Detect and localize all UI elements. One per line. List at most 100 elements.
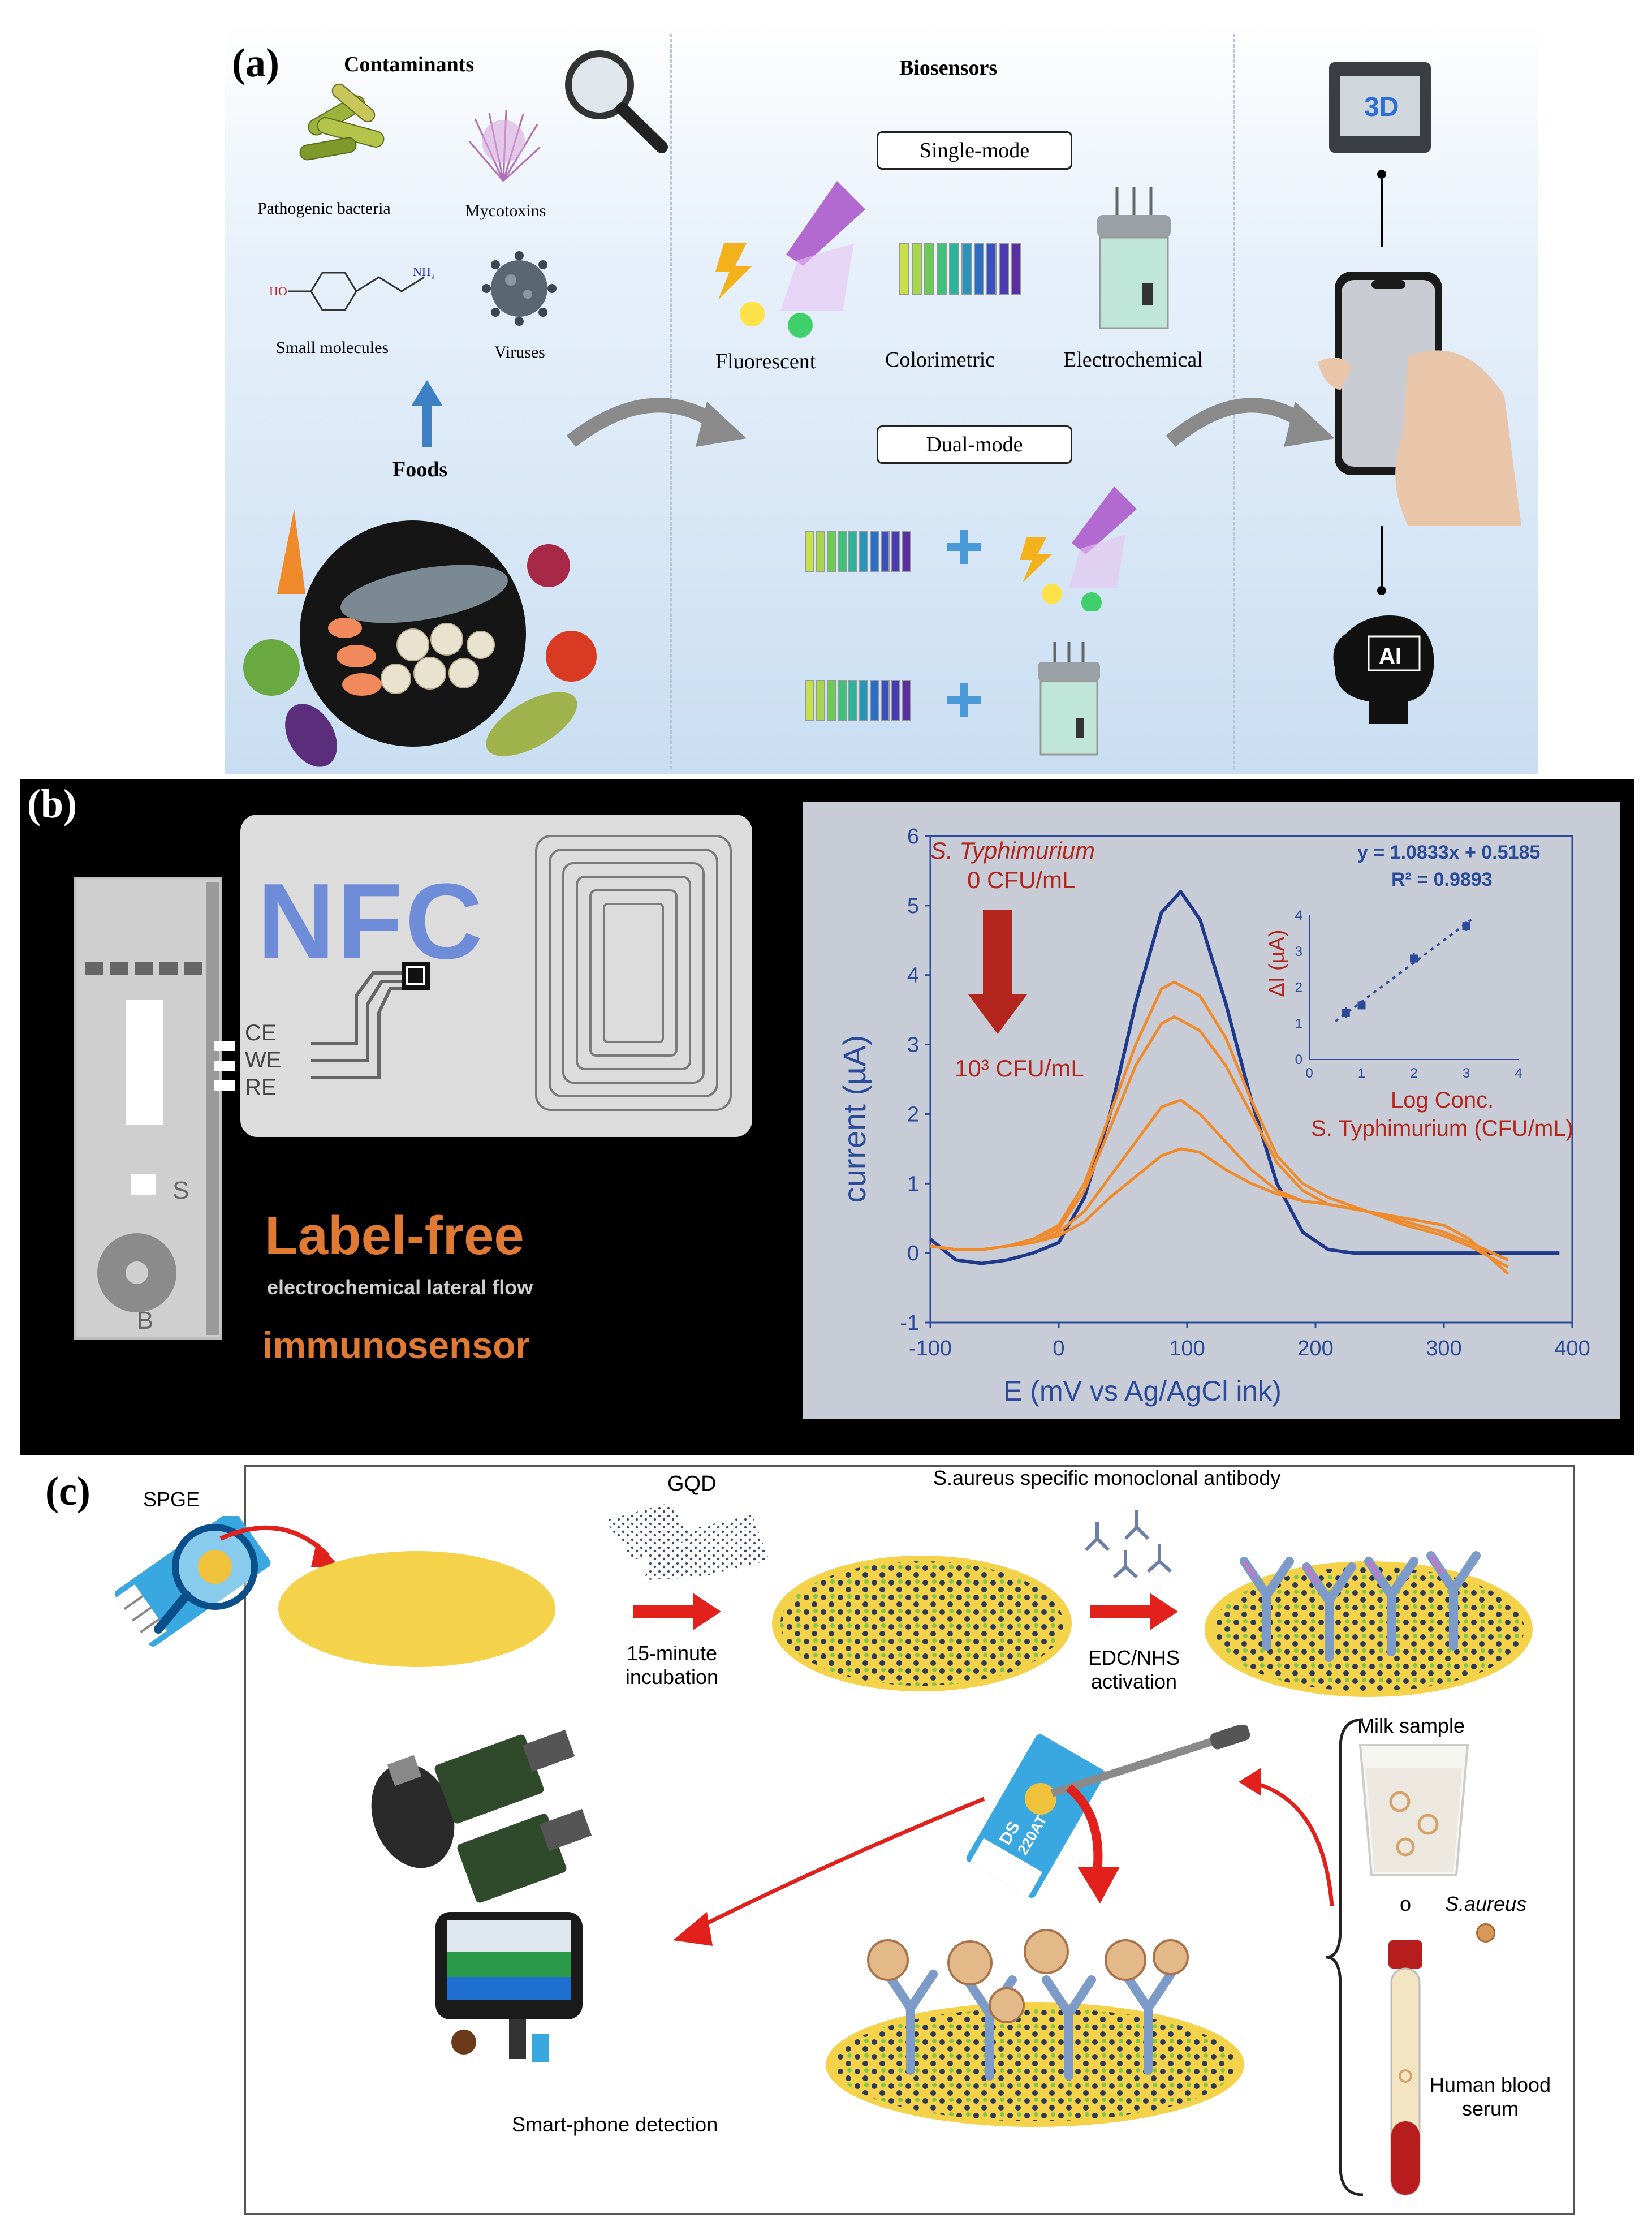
red-arrow-2-shaft xyxy=(1090,1605,1153,1618)
activation-label: EDC/NHS activation xyxy=(1077,1646,1191,1694)
svg-text:NH₂: NH₂ xyxy=(413,265,435,279)
antibody-label: S.aureus specific monoclonal antibody xyxy=(933,1466,1281,1489)
ai-head-icon: AI xyxy=(1333,615,1434,724)
annot-conc-low: 10³ CFU/mL xyxy=(955,1055,1084,1082)
small-molecules-label: Small molecules xyxy=(276,338,389,357)
chart-x-label: E (mV vs Ag/AgCl ink) xyxy=(1003,1375,1282,1407)
y-tick-label: 2 xyxy=(907,1102,919,1126)
strip-sample-pad xyxy=(131,1174,156,1195)
x-tick-label: 300 xyxy=(1426,1337,1461,1360)
connector-line-1 xyxy=(1381,179,1383,247)
dual-electrochemical-icon xyxy=(1038,642,1100,756)
inset-y-label: ΔI (µA) xyxy=(1265,929,1289,997)
smartphone-hand-icon xyxy=(1318,272,1521,526)
strip-window xyxy=(126,1000,163,1125)
inset-y-tick-label: 2 xyxy=(1295,980,1302,996)
spge-label: SPGE xyxy=(143,1488,200,1511)
cv-curve-4 xyxy=(930,1147,1509,1275)
contaminants-title: Contaminants xyxy=(344,53,475,76)
connector-dot-2 xyxy=(1377,586,1386,595)
gqd-electrode-disk xyxy=(772,1556,1072,1691)
to-smartphone-arrow xyxy=(673,1797,985,1946)
panel-a-label: (a) xyxy=(232,40,279,85)
y-tick-label: 0 xyxy=(907,1242,919,1265)
inset-x-tick-label: 1 xyxy=(1358,1066,1365,1081)
y-tick-label: 1 xyxy=(907,1172,919,1196)
red-arrow-2-head xyxy=(1150,1593,1178,1630)
label-free-title: Label-free xyxy=(265,1205,524,1266)
bare-electrode-disk xyxy=(278,1551,555,1667)
dual-mode-box: Dual-mode xyxy=(877,425,1072,464)
saureus-label: S.aureus xyxy=(1445,1892,1527,1915)
inset-x-tick-label: 3 xyxy=(1463,1066,1470,1081)
x-tick-label: 0 xyxy=(1053,1337,1064,1360)
antibody-icon xyxy=(1084,1510,1172,1578)
curved-arrow-2-icon xyxy=(1166,398,1335,447)
magnifier-icon xyxy=(565,50,668,153)
nfc-antenna-coil xyxy=(535,835,732,1111)
inset-x-label-2: S. Typhimurium (CFU/mL) xyxy=(1311,1116,1573,1141)
re-label: RE xyxy=(245,1075,277,1100)
dual-tubes-2-icon xyxy=(805,680,911,721)
y-tick-label: 6 xyxy=(907,825,919,849)
gqd-label: GQD xyxy=(667,1472,717,1496)
blood-line2: serum xyxy=(1461,2097,1519,2120)
pin-3 xyxy=(214,1080,235,1091)
red-arrow-1-shaft xyxy=(633,1605,696,1618)
annot-species: S. Typhimurium xyxy=(930,837,1095,864)
electrochemical-cell-icon xyxy=(1097,187,1171,329)
single-mode-box: Single-mode xyxy=(877,131,1072,170)
we-label: WE xyxy=(245,1048,282,1073)
svg-text:AI: AI xyxy=(1379,644,1401,669)
sample-to-pipette-arrow xyxy=(1239,1768,1334,1907)
strip-well-center xyxy=(126,1261,148,1284)
milk-glass-icon xyxy=(1358,1744,1469,1876)
saureus-cell-icon xyxy=(1476,1923,1495,1943)
blood-line1: Human blood xyxy=(1429,2073,1551,2096)
panel-c-label: (c) xyxy=(45,1468,90,1514)
sample-brace xyxy=(1326,1718,1364,2196)
inset-x-tick-label: 2 xyxy=(1410,1066,1417,1081)
mycotoxins-label: Mycotoxins xyxy=(465,201,546,220)
blood-serum-label: Human blood serum xyxy=(1422,2073,1558,2121)
gqd-sheets-icon xyxy=(605,1504,769,1580)
incubation-line1: 15-minute xyxy=(626,1642,718,1665)
incubation-label: 15-minute incubation xyxy=(621,1642,723,1689)
panel-b-label: (b) xyxy=(27,781,77,826)
red-arrow-1-head xyxy=(693,1593,721,1630)
y-tick-label: 5 xyxy=(907,894,919,918)
fluorescent-icon xyxy=(715,181,865,338)
pipette-to-disk-arrow xyxy=(1066,1784,1120,1903)
inset-point xyxy=(1462,922,1470,931)
inset-point xyxy=(1357,1001,1366,1010)
x-tick-label: 100 xyxy=(1169,1337,1205,1360)
3d-printer-icon: 3D xyxy=(1329,62,1431,153)
x-tick-label: -100 xyxy=(909,1337,952,1360)
x-tick-label: 400 xyxy=(1554,1337,1590,1360)
inset-x-tick-label: 4 xyxy=(1515,1066,1522,1081)
fluorescent-label: Fluorescent xyxy=(715,350,816,373)
inset-y-tick-label: 4 xyxy=(1295,908,1302,923)
pin-1 xyxy=(214,1041,235,1051)
inset-x-label-1: Log Conc. xyxy=(1391,1088,1494,1113)
plus-icon-2-v xyxy=(960,683,968,717)
blood-tube-icon xyxy=(1388,1940,1422,2196)
immunosensor-title: immunosensor xyxy=(262,1324,530,1366)
inset-point xyxy=(1410,954,1418,963)
up-arrow-icon xyxy=(411,380,443,447)
small-molecule-structure-icon: HO NH₂ xyxy=(269,265,435,311)
activation-line2: activation xyxy=(1090,1670,1177,1693)
colorimetric-label: Colorimetric xyxy=(885,348,995,372)
spge-electrode-icon xyxy=(114,1516,271,1647)
connector-line-2 xyxy=(1381,526,1383,588)
viruses-label: Viruses xyxy=(494,343,545,361)
dual-tubes-1-icon xyxy=(805,531,911,572)
bacteria-icon xyxy=(299,83,385,161)
strip-b-label: B xyxy=(137,1307,154,1334)
connector-dot-1 xyxy=(1377,170,1386,179)
pipette-electrode-icon: DS 220AT xyxy=(966,1725,1250,1898)
pin-2 xyxy=(214,1061,235,1071)
y-tick-label: -1 xyxy=(900,1311,919,1335)
plot-frame xyxy=(929,835,1573,1324)
biosensors-title: Biosensors xyxy=(899,56,998,80)
